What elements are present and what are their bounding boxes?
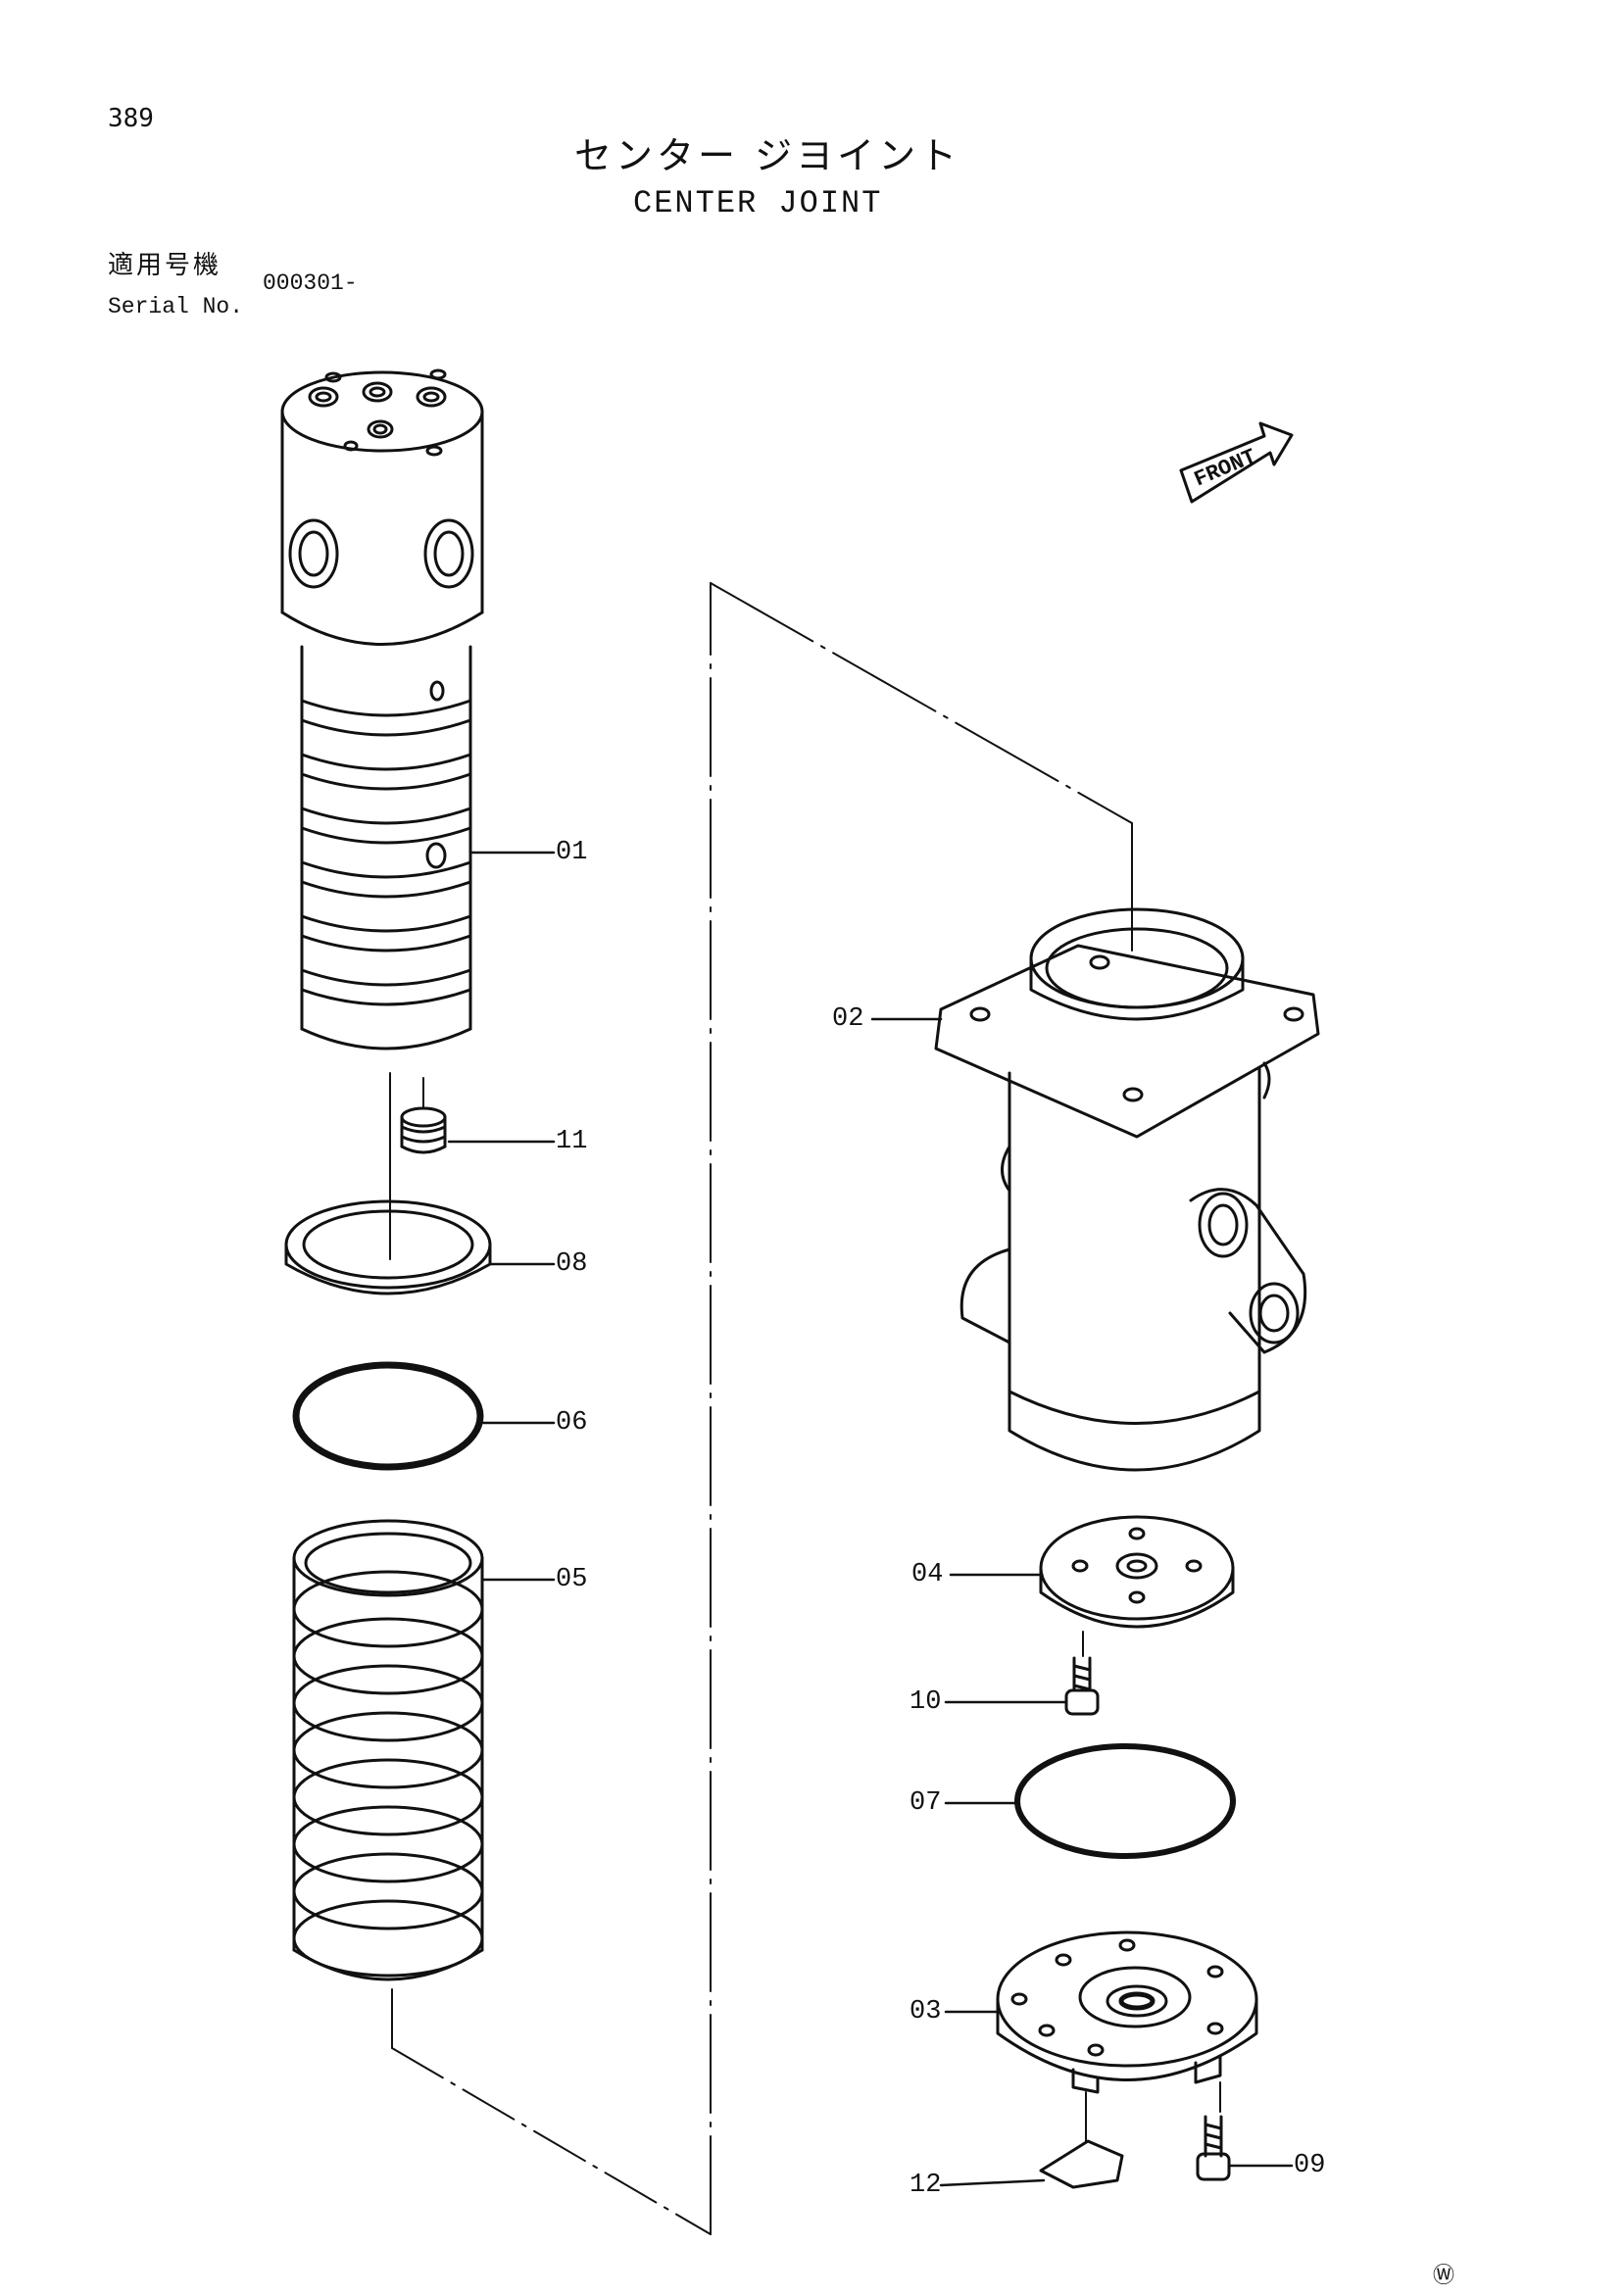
- body-housing-icon: [934, 907, 1320, 1472]
- serial-label: Serial No.: [108, 294, 244, 319]
- bolt-icon: [1064, 1656, 1100, 1716]
- callout-07: 07: [910, 1788, 942, 1818]
- callout-05: 05: [556, 1565, 588, 1594]
- callout-12: 12: [910, 2171, 942, 2200]
- assembly-centerline: [391, 582, 1133, 2235]
- front-arrow-icon: FRONT: [1179, 421, 1294, 504]
- plug-icon: [400, 1077, 447, 1154]
- watermark-mark: Ⓦ: [1433, 2264, 1455, 2288]
- callout-08: 08: [556, 1249, 588, 1279]
- callout-09: 09: [1294, 2151, 1326, 2180]
- leader-lines: [447, 851, 1294, 2187]
- page-number: 389: [108, 104, 154, 133]
- o-ring-icon: [1014, 1743, 1236, 1859]
- callout-04: 04: [911, 1560, 944, 1589]
- serial-number-value: 000301-: [263, 270, 358, 296]
- callout-06: 06: [556, 1408, 588, 1438]
- callout-10: 10: [910, 1687, 942, 1717]
- cover-icon: [996, 1930, 1258, 2113]
- ring-icon: [284, 1199, 492, 1295]
- page-title: CENTER JOINT: [633, 185, 883, 221]
- seal-stack-icon: [292, 1519, 484, 1981]
- spindle-icon: [280, 368, 484, 1260]
- page-title-japanese: センター ジヨイント: [574, 134, 961, 177]
- o-ring-icon: [292, 1361, 484, 1471]
- callout-03: 03: [910, 1997, 942, 2027]
- callout-01: 01: [556, 838, 588, 867]
- bolt-icon: [1196, 2115, 1231, 2181]
- callout-11: 11: [556, 1127, 588, 1156]
- callout-02: 02: [832, 1004, 864, 1034]
- serial-label-japanese: 適用号機: [108, 251, 222, 280]
- lock-plate-icon: [1039, 2091, 1124, 2189]
- plate-icon: [1039, 1515, 1235, 1657]
